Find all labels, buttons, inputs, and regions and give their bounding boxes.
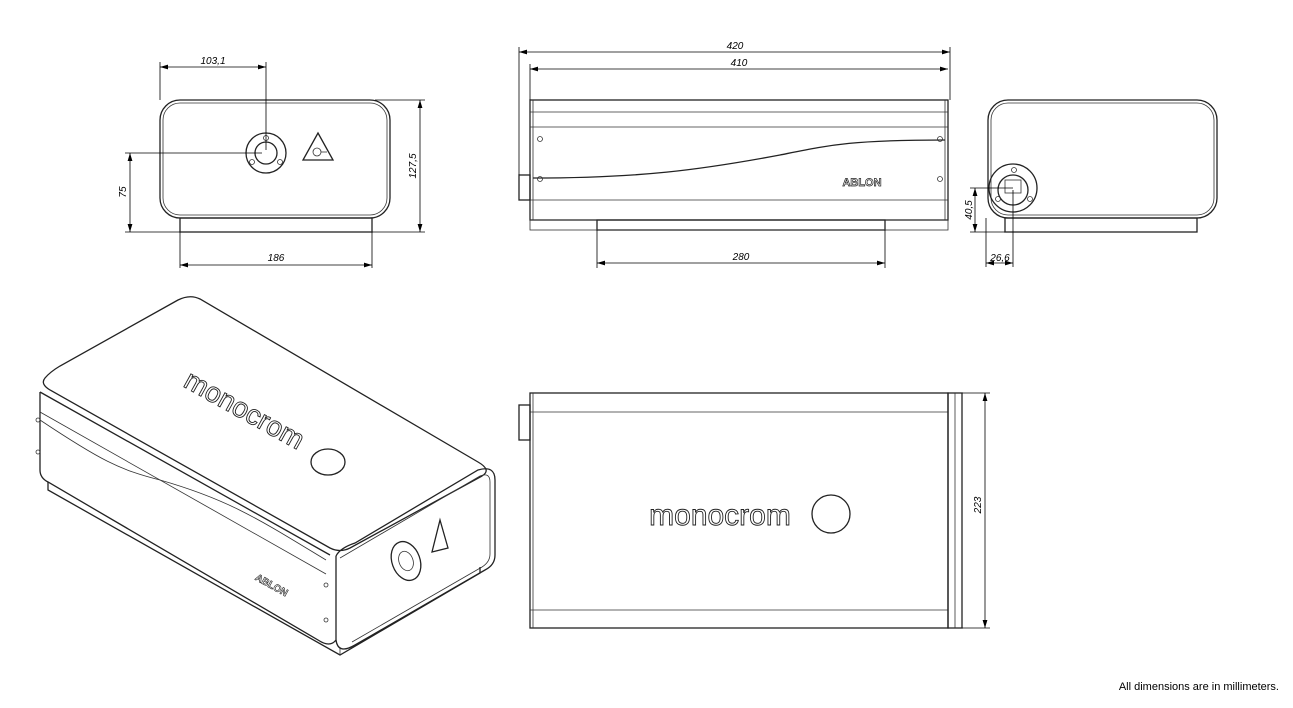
dim-port-height: 75 xyxy=(118,186,129,198)
front-view: 103,1 127,5 75 186 xyxy=(118,56,425,268)
dim-port-x: 103,1 xyxy=(200,56,225,67)
brand-label: ABLON xyxy=(842,177,881,189)
dim-body-length: 410 xyxy=(731,58,748,69)
dim-base-length: 280 xyxy=(732,252,750,263)
dim-width: 223 xyxy=(973,496,984,514)
dim-rear-port-height: 40,5 xyxy=(964,200,975,220)
top-logo: monocrom xyxy=(649,499,791,532)
isometric-view: monocrom ABLON xyxy=(35,296,496,656)
dim-total-length: 420 xyxy=(727,41,744,52)
iso-logo: monocrom xyxy=(179,364,310,455)
side-view: ABLON 420 410 280 xyxy=(518,41,951,268)
top-view: monocrom 223 xyxy=(518,392,990,629)
dim-port-offset: 26,6 xyxy=(989,253,1010,264)
laser-warning-icon xyxy=(431,517,449,553)
iso-brand-label: ABLON xyxy=(253,572,289,599)
dim-height: 127,5 xyxy=(408,153,419,178)
dim-base-width: 186 xyxy=(268,253,285,264)
laser-warning-icon xyxy=(301,131,335,161)
rear-view: 40,5 26,6 xyxy=(964,99,1218,267)
units-note: All dimensions are in millimeters. xyxy=(1118,681,1279,693)
